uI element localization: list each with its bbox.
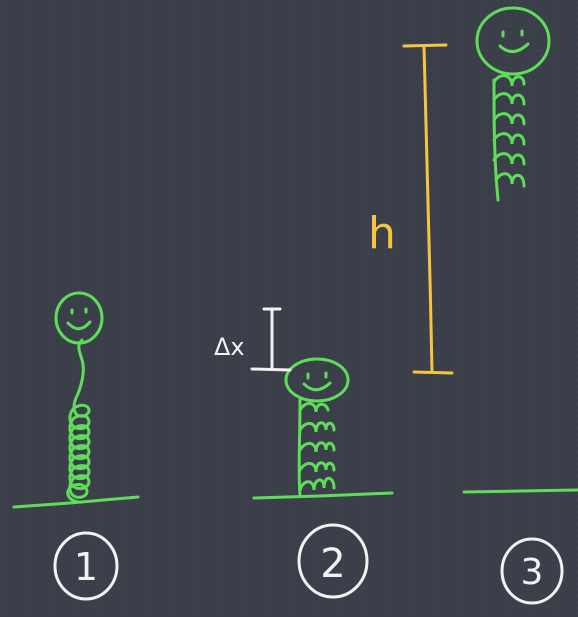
height-label: h bbox=[368, 208, 396, 259]
compression-label: Δx bbox=[214, 333, 245, 361]
stage-3-ground bbox=[464, 490, 578, 492]
stage-2-number: 2 bbox=[320, 541, 345, 587]
stage-1-number: 1 bbox=[74, 545, 98, 589]
stage-3-number: 3 bbox=[521, 552, 544, 593]
